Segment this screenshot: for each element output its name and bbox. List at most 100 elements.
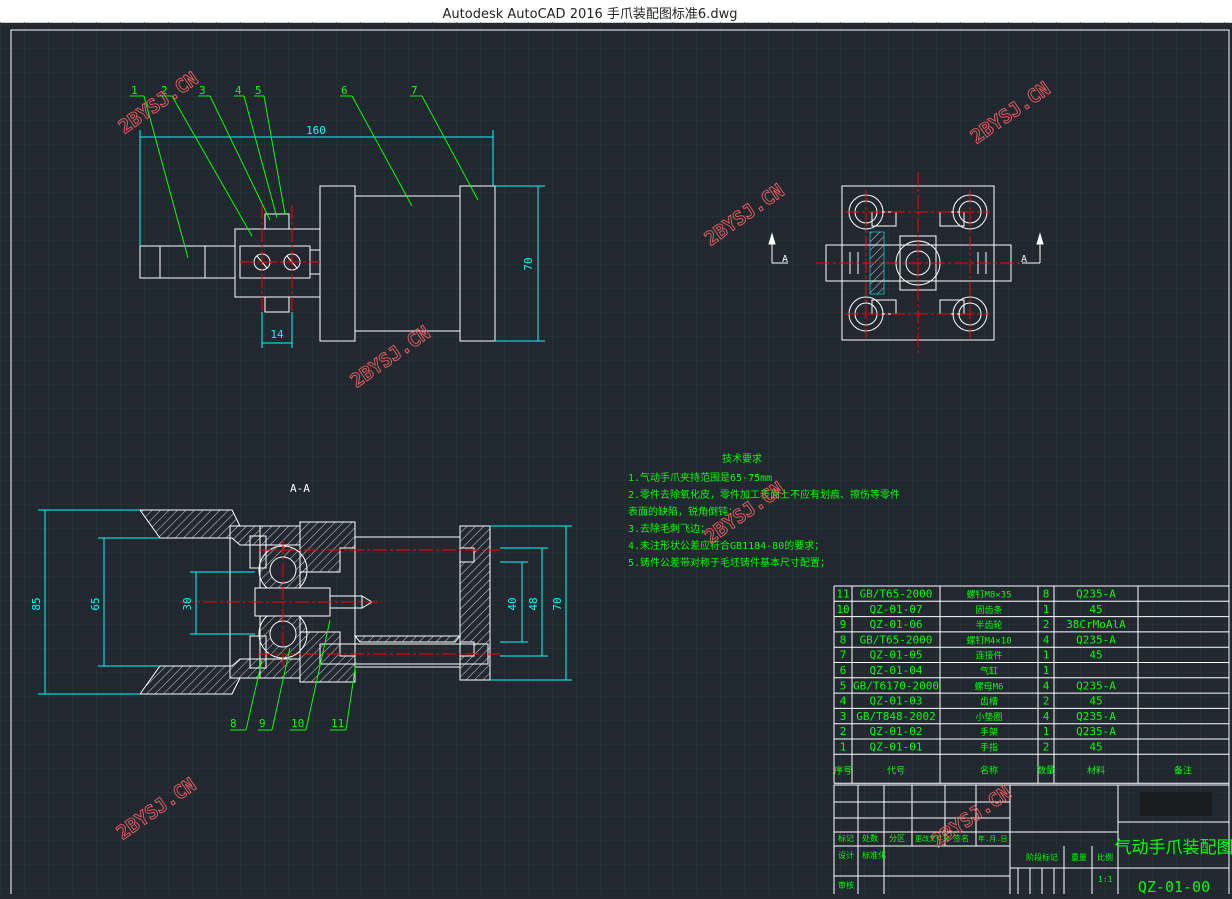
bom-cell: 7 [840,649,847,662]
tb-label-date: 年.月.日 [978,834,1007,843]
bom-cell: Q235-A [1076,679,1116,692]
dim-30: 30 [181,597,194,610]
bom-cell: 螺母M6 [975,681,1004,692]
redacted-block [1140,792,1212,816]
tb-label-fenqu: 分区 [889,834,905,843]
tb-label-scale: 比例 [1097,852,1113,862]
balloon-11: 11 [331,717,344,730]
tb-label-weight: 重量 [1071,852,1087,862]
balloon-4: 4 [235,84,242,97]
dim-85: 85 [30,597,43,610]
bom-header-cell: 材料 [1087,764,1105,776]
bom-cell: 4 [840,695,847,708]
bom-cell: Q235-A [1076,633,1116,646]
dim-65: 65 [89,597,102,610]
tb-label-design: 设计 [838,850,854,860]
drawing-canvas[interactable]: 160 70 14 1 2 3 4 5 6 7 [0,22,1232,894]
bom-cell: QZ-01-05 [870,649,923,662]
bom-cell: QZ-01-04 [870,664,923,677]
dim-40: 40 [506,597,519,610]
dim-70-top: 70 [522,257,535,270]
bom-cell: GB/T848-2002 [856,710,935,723]
balloon-5: 5 [255,84,262,97]
bom-cell: 1 [1043,603,1050,616]
bom-cell: 10 [836,603,849,616]
bom-header-cell: 备注 [1174,764,1192,776]
note-line-5: 4.未注形状公差应符合GB1184-80的要求； [628,539,824,552]
bom-cell: GB/T65-2000 [860,588,933,601]
note-line-1: 1.气动手爪夹持范围是65-75mm [628,471,772,484]
bom-cell: 齿槽 [980,696,998,708]
note-line-4: 3.去除毛刺飞边； [628,522,710,535]
bom-header-cell: 数量 [1037,764,1055,776]
bom-cell: QZ-01-07 [870,603,923,616]
bom-cell: 45 [1089,603,1102,616]
bom-cell: QZ-01-02 [870,725,923,738]
bom-cell: Q235-A [1076,725,1116,738]
balloon-6: 6 [341,84,348,97]
bom-cell: 4 [1043,633,1050,646]
section-title: A-A [290,482,310,495]
bom-cell: 螺钉M4×10 [966,635,1011,646]
bom-cell: 8 [840,633,847,646]
drawing-svg[interactable]: 160 70 14 1 2 3 4 5 6 7 [0,22,1232,894]
bom-cell: 手架 [980,726,998,738]
bom-header-cell: 名称 [980,764,998,776]
bom-cell: 45 [1089,695,1102,708]
drawing-code: QZ-01-00 [1138,878,1210,894]
tb-label-stage: 阶段标记 [1026,852,1058,862]
tb-scale-value: 1:1 [1098,875,1113,884]
balloon-9: 9 [259,717,266,730]
bom-cell: 1 [840,741,847,754]
bom-cell: 45 [1089,741,1102,754]
bom-cell: Q235-A [1076,588,1116,601]
bom-header-cell: 序号 [834,764,852,776]
bom-cell: 2 [1043,695,1050,708]
bom-cell: 手指 [980,742,998,754]
balloon-7: 7 [411,84,418,97]
bom-cell: QZ-01-01 [870,741,923,754]
bom-cell: QZ-01-03 [870,695,923,708]
bom-header-cell: 代号 [887,765,905,776]
balloon-8: 8 [230,717,237,730]
drawing-name: 气动手爪装配图 [1115,838,1232,858]
window-title: Autodesk AutoCAD 2016 手爪装配图标准6.dwg [0,3,1180,22]
bom-cell: 45 [1089,649,1102,662]
tb-label-review: 审核 [838,880,854,890]
bom-cell: 1 [1043,664,1050,677]
bom-cell: GB/T6170-2000 [853,679,939,692]
title-bar: Autodesk AutoCAD 2016 手爪装配图标准6.dwg [0,0,1232,23]
bom-cell: 连接件 [975,650,1002,662]
tb-label-chushu: 处数 [862,833,878,843]
bom-cell: 8 [1043,588,1050,601]
dim-160: 160 [306,124,326,137]
bom-cell: 9 [840,618,847,631]
bom-cell: 气缸 [980,665,998,677]
dim-70-section: 70 [551,597,564,610]
bom-cell: 38CrMoAlA [1066,618,1126,631]
bom-cell: 2 [1043,741,1050,754]
bom-cell: 半齿轮 [975,619,1002,631]
balloon-10: 10 [291,717,304,730]
bom-cell: 1 [1043,649,1050,662]
dim-14: 14 [270,328,284,341]
bom-cell: 螺钉M8×35 [966,590,1011,601]
section-mark-right: A [1021,254,1027,265]
bom-cell: Q235-A [1076,710,1116,723]
grid-background [0,22,1232,894]
bom-cell: 2 [840,725,847,738]
bom-cell: 11 [836,588,849,601]
balloon-1: 1 [131,84,138,97]
bom-cell: 2 [1043,618,1050,631]
section-mark-left: A [782,254,788,265]
bom-cell: 3 [840,710,847,723]
notes-title: 技术要求 [722,452,762,465]
bom-cell: 1 [1043,725,1050,738]
bom-cell: QZ-01-06 [870,618,923,631]
bom-cell: 5 [840,679,847,692]
bom-cell: 6 [840,664,847,677]
tb-label-biaoji: 标记 [838,833,854,843]
bom-cell: 小垫圈 [975,711,1002,723]
bom-cell: GB/T65-2000 [860,633,933,646]
tb-label-std: 标准化 [862,850,886,860]
